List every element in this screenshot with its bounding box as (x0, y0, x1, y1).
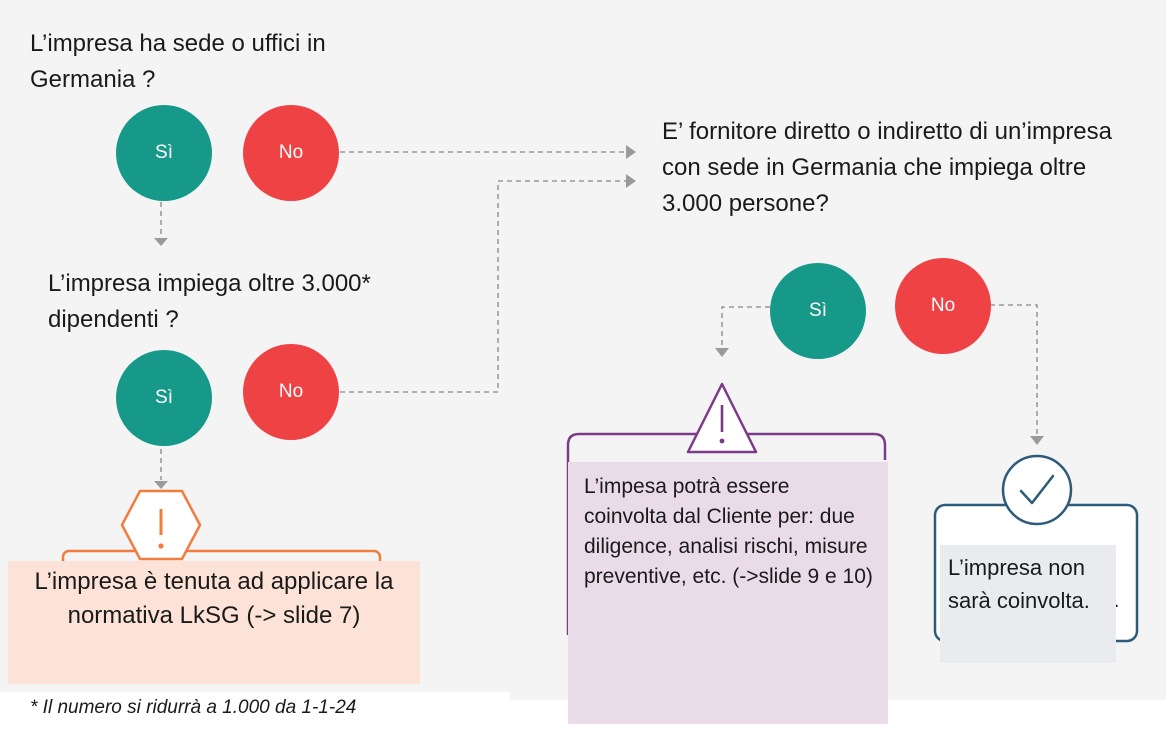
outcome-not-involved: L’impresa non sarà coinvolta. (940, 545, 1116, 663)
arrow-down-icon (154, 481, 168, 489)
no-node-3: No (895, 258, 991, 354)
question-1: L’impresa ha sede o uffici in Germania ? (30, 30, 326, 93)
connector-no2-to-q3 (340, 180, 626, 393)
no-node-2: No (243, 344, 339, 440)
arrow-right-icon (626, 174, 636, 188)
no-node-1: No (243, 105, 339, 201)
question-2: L’impresa impiega oltre 3.000* dipendent… (48, 270, 371, 333)
arrow-right-icon (626, 145, 636, 159)
arrow-down-icon (715, 348, 729, 357)
question-3: E’ fornitore diretto o indiretto di un’i… (662, 118, 1112, 217)
yes-node-1: Sì (116, 105, 212, 201)
arrow-down-icon (1030, 436, 1044, 445)
yes-node-2: Sì (116, 350, 212, 446)
yes-node-3: Sì (770, 263, 866, 359)
arrow-down-icon (154, 238, 168, 246)
connector-no3-to-not-involved (990, 304, 1038, 435)
check-circle-icon (1001, 454, 1073, 526)
outcome-applies: L’impresa è tenuta ad applicare la norma… (8, 561, 420, 684)
outcome-involved: L’impesa potrà essere coinvolta dal Clie… (568, 462, 888, 724)
connector-yes3-to-involved (721, 306, 770, 347)
footnote: * Il numero si ridurrà a 1.000 da 1-1-24 (30, 697, 357, 718)
